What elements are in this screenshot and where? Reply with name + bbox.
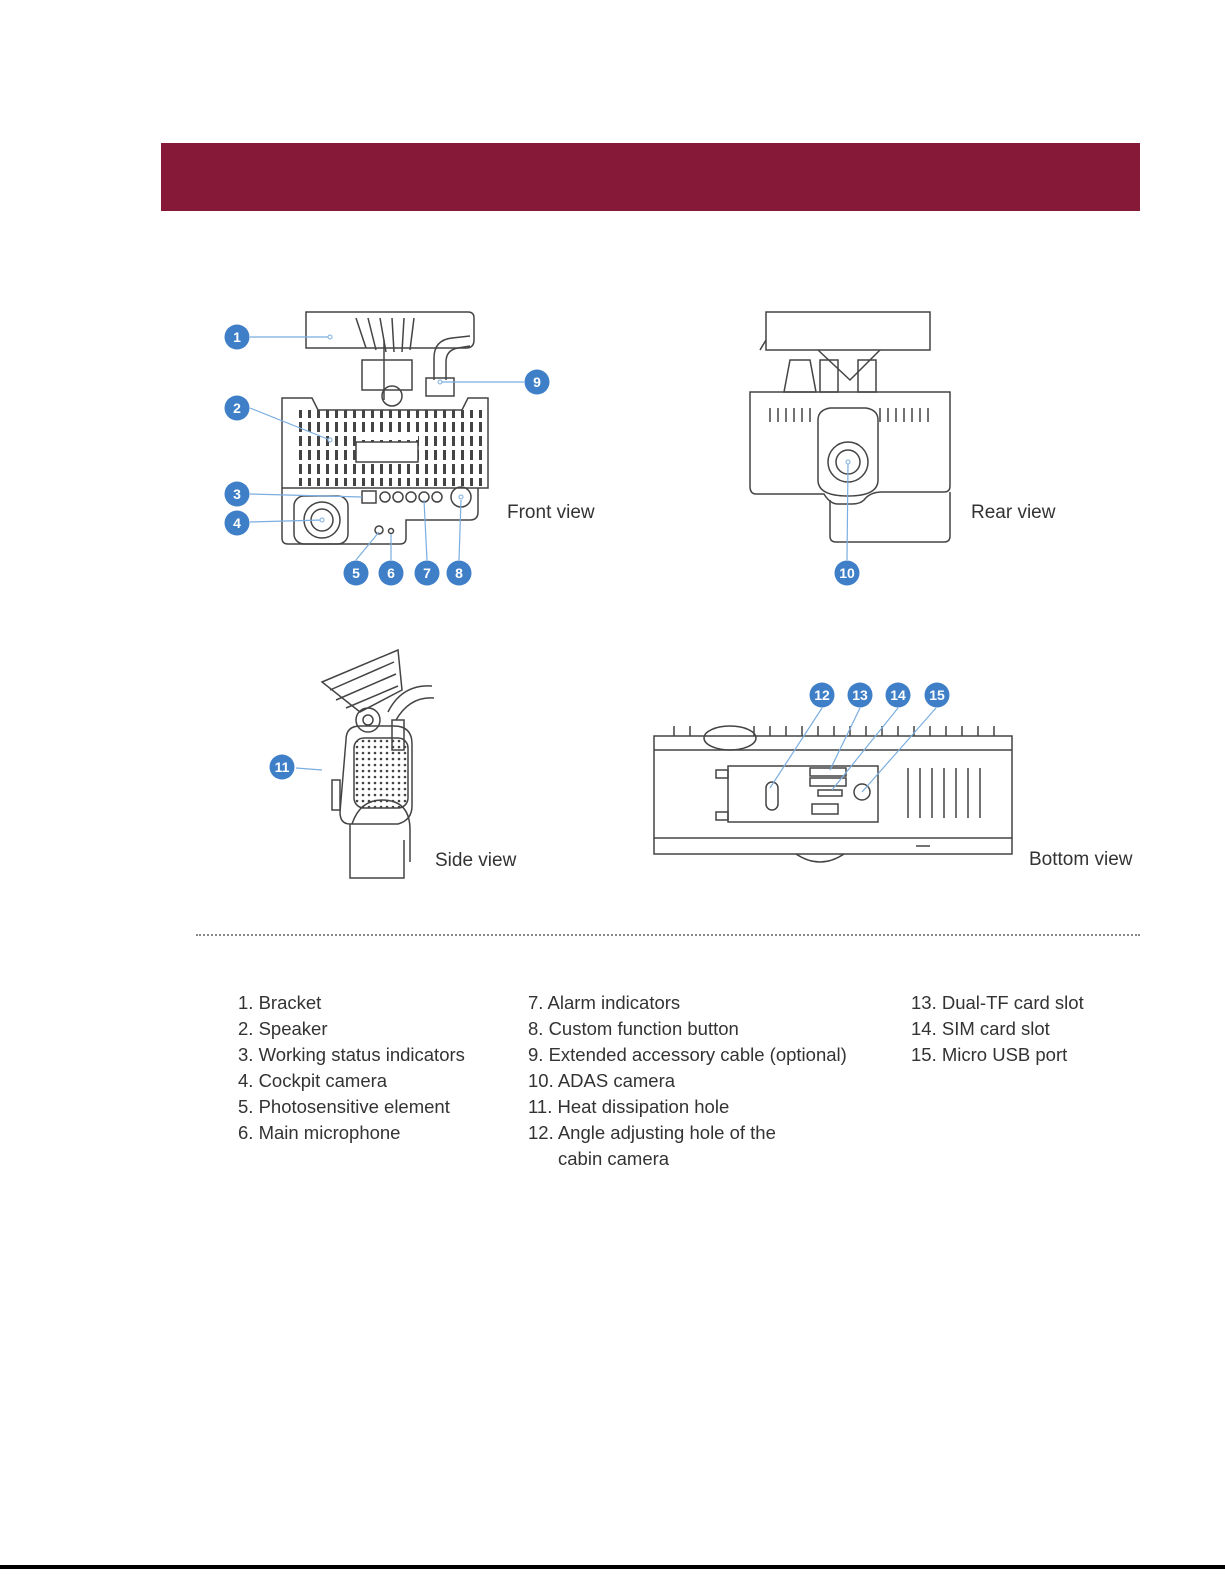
svg-text:15: 15 xyxy=(929,687,945,703)
callout-10: 10 xyxy=(834,560,860,586)
legend-item: 9. Extended accessory cable (optional) xyxy=(528,1044,847,1065)
legend-item: 12. Angle adjusting hole of the xyxy=(528,1122,776,1143)
callout-5: 5 xyxy=(343,560,369,586)
svg-text:14: 14 xyxy=(890,687,906,703)
legend-item: 8. Custom function button xyxy=(528,1018,739,1039)
callout-12: 12 xyxy=(809,682,835,708)
rear-view-label: Rear view xyxy=(971,502,1056,523)
legend-item: 7. Alarm indicators xyxy=(528,992,681,1013)
product-diagram: 1 2 3 4 5 6 7 8 9 10 11 12 13 14 15 Fron… xyxy=(224,311,1133,879)
svg-text:3: 3 xyxy=(233,486,241,502)
svg-text:10: 10 xyxy=(839,565,855,581)
side-view-label: Side view xyxy=(435,850,517,871)
legend-item: 15. Micro USB port xyxy=(911,1044,1068,1065)
bottom-view-label: Bottom view xyxy=(1029,849,1133,870)
page-bottom-rule xyxy=(0,1565,1225,1569)
legend-item: 1. Bracket xyxy=(238,992,322,1013)
svg-text:13: 13 xyxy=(852,687,868,703)
svg-text:6: 6 xyxy=(387,565,395,581)
legend-item: 6. Main microphone xyxy=(238,1122,401,1143)
legend-item: 10. ADAS camera xyxy=(528,1070,676,1091)
legend-column-3: 13. Dual-TF card slot 14. SIM card slot … xyxy=(911,990,1084,1068)
callout-9: 9 xyxy=(524,369,550,395)
rear-view-drawing xyxy=(749,311,951,543)
callout-leaders xyxy=(249,336,937,793)
svg-text:12: 12 xyxy=(814,687,830,703)
legend-item: 5. Photosensitive element xyxy=(238,1096,450,1117)
svg-text:2: 2 xyxy=(233,400,241,416)
legend-item: 2. Speaker xyxy=(238,1018,328,1039)
legend-item: 4. Cockpit camera xyxy=(238,1070,388,1091)
legend-item: 3. Working status indicators xyxy=(238,1044,465,1065)
callout-points xyxy=(319,334,851,523)
callout-8: 8 xyxy=(446,560,472,586)
svg-text:7: 7 xyxy=(423,565,431,581)
legend-item: 14. SIM card slot xyxy=(911,1018,1050,1039)
legend-item: 11. Heat dissipation hole xyxy=(528,1096,730,1117)
legend-column-1: 1. Bracket 2. Speaker 3. Working status … xyxy=(238,990,465,1146)
header-banner xyxy=(161,143,1140,211)
callout-1: 1 xyxy=(224,324,250,350)
front-view-drawing xyxy=(281,311,489,545)
svg-text:5: 5 xyxy=(352,565,360,581)
legend-column-2: 7. Alarm indicators 8. Custom function b… xyxy=(528,990,847,1172)
front-view-label: Front view xyxy=(507,502,595,523)
callout-2: 2 xyxy=(224,395,250,421)
legend-item: 13. Dual-TF card slot xyxy=(911,992,1084,1013)
callout-4: 4 xyxy=(224,510,250,536)
side-view-drawing xyxy=(320,648,435,879)
callout-11: 11 xyxy=(269,754,295,780)
svg-text:11: 11 xyxy=(275,759,290,775)
callout-13: 13 xyxy=(847,682,873,708)
svg-text:9: 9 xyxy=(533,374,541,390)
legend-item-continuation: cabin camera xyxy=(558,1148,670,1169)
callout-6: 6 xyxy=(378,560,404,586)
section-divider xyxy=(196,934,1140,936)
bottom-view-drawing xyxy=(653,725,1013,863)
callout-3: 3 xyxy=(224,481,250,507)
svg-text:8: 8 xyxy=(455,565,463,581)
callout-14: 14 xyxy=(885,682,911,708)
svg-text:4: 4 xyxy=(233,515,241,531)
callout-7: 7 xyxy=(414,560,440,586)
svg-text:1: 1 xyxy=(233,329,241,345)
callout-15: 15 xyxy=(924,682,950,708)
